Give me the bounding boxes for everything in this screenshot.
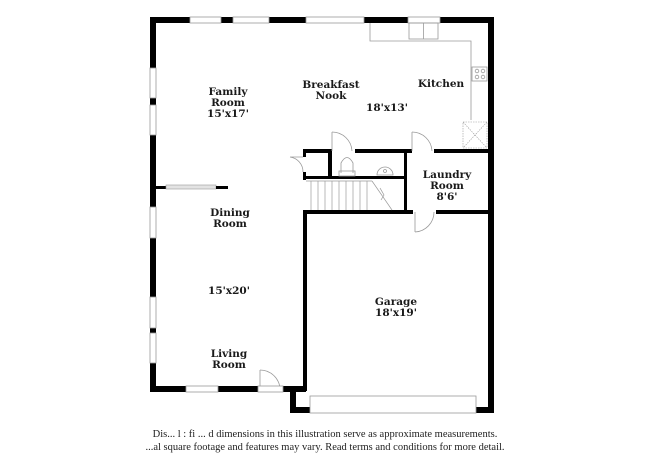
- room-label-family-room: Family Room 15'x17': [207, 87, 249, 120]
- room-name-line2: Room: [212, 359, 246, 371]
- disclaimer: Dis... l : fi ... d dimensions in this i…: [0, 428, 650, 454]
- room-name-line1: Dining: [210, 207, 250, 219]
- dining-divider: [156, 184, 228, 190]
- room-dimensions-dining-living: 15'x20': [208, 286, 250, 297]
- room-label-kitchen: Kitchen: [418, 79, 464, 90]
- exterior-walls: [150, 17, 494, 413]
- room-dimensions: 18'x19': [375, 307, 417, 319]
- room-name-line2: Nook: [315, 90, 347, 102]
- room-name-line1: Garage: [374, 296, 418, 308]
- room-name-line1: Kitchen: [417, 78, 465, 90]
- room-name-line1: Family: [208, 86, 248, 98]
- room-label-dining-room: Dining Room: [210, 208, 250, 230]
- room-label-living-room: Living Room: [211, 349, 247, 371]
- disclaimer-line2: ...al square footage and features may va…: [145, 442, 505, 453]
- room-name-line2: Room: [213, 218, 247, 230]
- room-dimensions: 18'x13': [366, 102, 408, 114]
- room-name-line1: Living: [210, 348, 248, 360]
- room-label-breakfast-nook: Breakfast Nook: [302, 80, 359, 102]
- room-label-laundry-room: Laundry Room 8'6': [423, 170, 471, 203]
- room-dimensions-kitchen-nook: 18'x13': [366, 103, 408, 114]
- kitchen-counter: [369, 22, 488, 120]
- interior-walls: [303, 149, 494, 214]
- windows: [149, 16, 477, 414]
- room-label-garage: Garage 18'x19': [375, 297, 417, 319]
- room-name-line2: Room: [430, 180, 464, 192]
- room-name-line1: Breakfast: [302, 79, 360, 91]
- doors: [257, 131, 435, 393]
- room-name-line1: Laundry: [422, 169, 472, 181]
- room-dimensions: 15'x20': [208, 285, 250, 297]
- stairs: [306, 180, 393, 211]
- sink: [376, 166, 394, 176]
- room-name-line2: Room: [211, 97, 245, 109]
- room-dimensions: 15'x17': [207, 108, 249, 120]
- refrigerator: [462, 121, 488, 149]
- toilet: [338, 157, 356, 177]
- room-dimensions: 8'6': [436, 191, 458, 203]
- disclaimer-line1: Dis... l : fi ... d dimensions in this i…: [152, 429, 498, 440]
